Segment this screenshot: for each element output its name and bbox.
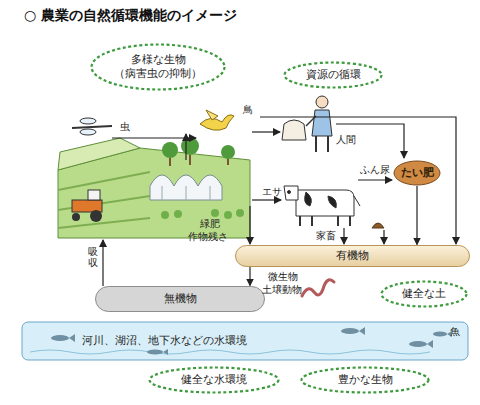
node-text: 健全な土 — [402, 287, 446, 301]
text-label: ふん尿 — [360, 164, 390, 176]
tractor — [72, 190, 102, 222]
person — [282, 96, 332, 152]
node-text: 資源の循環 — [306, 68, 361, 82]
dashed-oval — [150, 368, 279, 393]
organic-fill — [236, 246, 470, 267]
text-label: 鳥 — [243, 104, 253, 116]
dashed-oval — [285, 63, 382, 88]
insect — [72, 118, 112, 135]
flow-connector — [416, 186, 417, 245]
text-label: 土壌動物 — [262, 284, 302, 296]
benefit-oval: 豊かな生物 — [300, 366, 430, 394]
text-label: エサ — [262, 186, 282, 198]
text-label: 微生物 — [268, 271, 298, 283]
dashed-oval — [92, 45, 225, 90]
fish — [51, 327, 452, 355]
text-label: 吸収 — [88, 246, 98, 268]
benefit-oval: 健全な土 — [380, 280, 468, 308]
text-label: 虫 — [120, 121, 130, 133]
text-label: 魚 — [450, 326, 460, 338]
inorganic-fill — [96, 287, 265, 312]
dashed-oval — [302, 368, 429, 393]
text-label: 人間 — [336, 134, 356, 146]
node-text: 豊かな生物 — [338, 373, 393, 387]
node-text: （病害虫の抑制） — [114, 67, 202, 81]
compost-circle: たい肥 — [393, 160, 441, 186]
earthworm — [302, 280, 334, 296]
water-band: 河川、湖沼、地下水などの水環境 — [22, 322, 468, 360]
organic-band: 有機物 — [235, 245, 470, 267]
node-text: 多様な生物 — [131, 53, 186, 67]
dashed-oval — [382, 282, 467, 307]
diagram-title: ○ 農業の自然循環機能のイメージ — [24, 7, 237, 25]
manure — [372, 223, 384, 228]
node-text: たい肥 — [401, 166, 434, 180]
bird — [200, 110, 234, 130]
text-label: 家畜 — [316, 230, 336, 242]
compost-fill — [394, 161, 440, 185]
inorganic-ellipse: 無機物 — [95, 286, 265, 312]
benefit-oval: 資源の循環 — [283, 61, 383, 89]
node-text: 有機物 — [336, 249, 369, 263]
node-text: 河川、湖沼、地下水などの水環境 — [82, 334, 247, 348]
text-label: 作物残さ — [188, 231, 228, 243]
water-band-bg — [22, 322, 468, 360]
water-wave — [30, 350, 430, 354]
flow-connector — [249, 267, 250, 286]
node-text: 無機物 — [164, 292, 197, 306]
node-text: 健全な水環境 — [181, 373, 247, 387]
benefit-oval: 多様な生物（病害虫の抑制） — [90, 43, 226, 91]
cow — [284, 186, 360, 226]
text-label: 緑肥 — [200, 218, 220, 230]
benefit-oval: 健全な水環境 — [148, 366, 280, 394]
farmland — [58, 137, 250, 238]
